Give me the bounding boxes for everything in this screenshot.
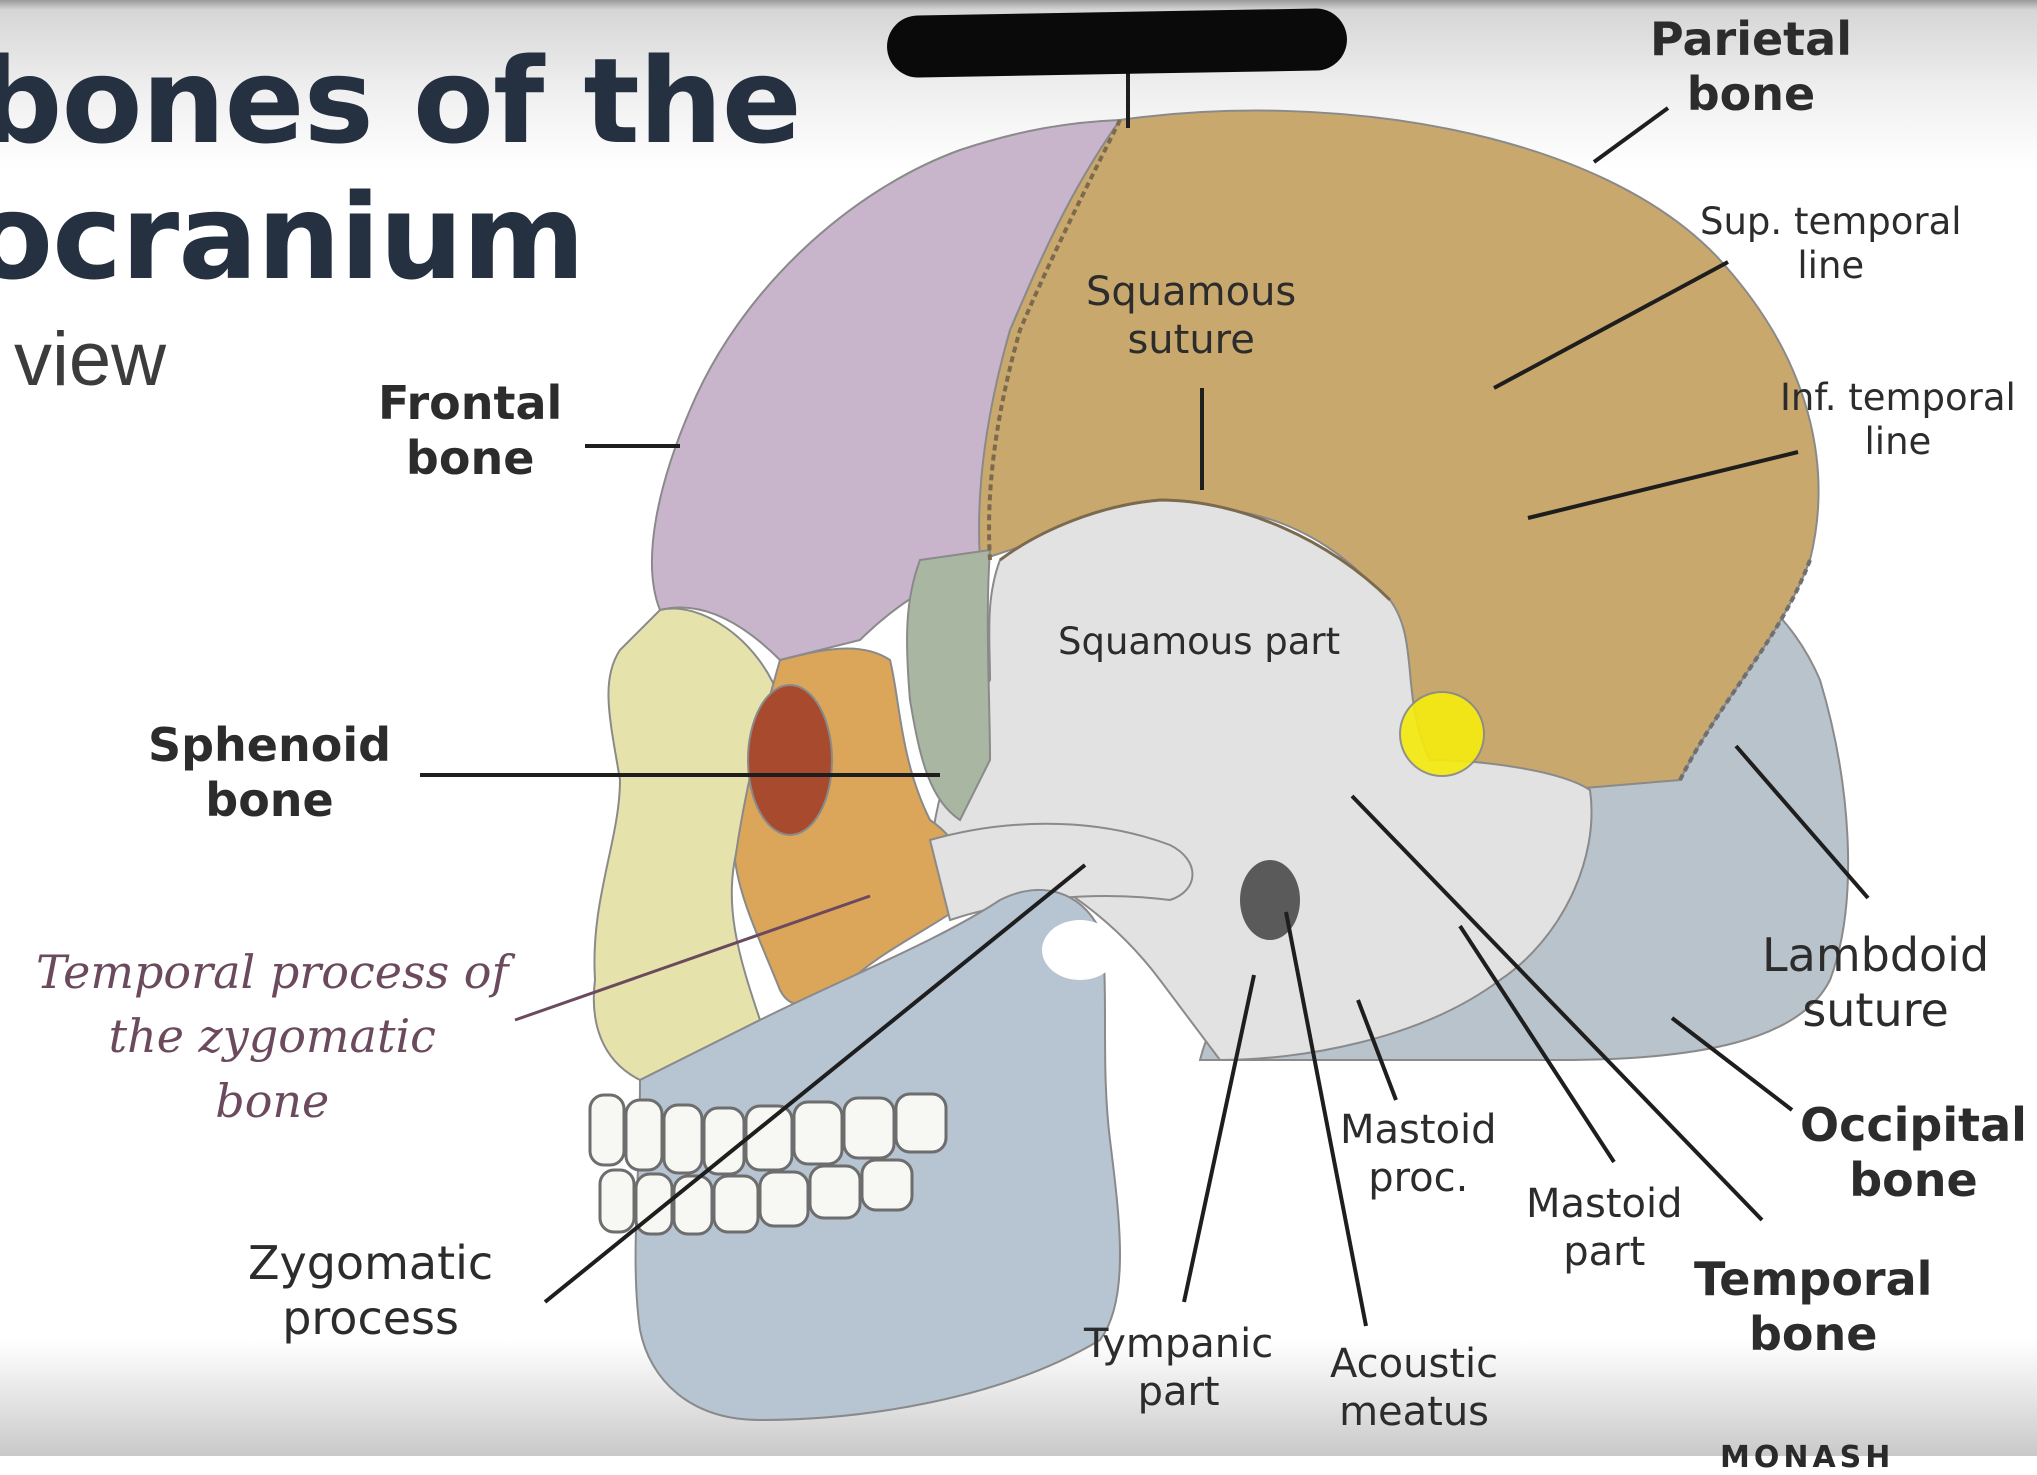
label-squamous-suture: Squamous suture xyxy=(1086,268,1296,364)
page-title-line1: bones of the xyxy=(0,32,802,170)
maxilla-shape xyxy=(592,607,782,1082)
label-occipital-bone-line2: bone xyxy=(1849,1153,1978,1208)
sphenoid-bone-shape xyxy=(906,548,992,822)
label-frontal-bone-line2: bone xyxy=(405,431,535,486)
tooth xyxy=(624,1098,664,1172)
label-acoustic-meatus-line1: Acoustic xyxy=(1330,1341,1499,1387)
label-squamous-part-text: Squamous part xyxy=(1058,620,1341,663)
label-tympanic-part: Tympanic part xyxy=(1084,1320,1273,1416)
frontal-bone-shape xyxy=(650,118,1123,662)
squamous-suture-line xyxy=(999,498,1392,602)
label-sphenoid-bone-line1: Sphenoid xyxy=(148,718,392,772)
leader-lines xyxy=(420,70,1870,1327)
label-temporal-process-zygomatic: Temporal process of the zygomatic bone xyxy=(36,940,509,1133)
leader-acoustic xyxy=(1284,911,1368,1327)
monash-logo: MONASH xyxy=(1720,1440,1895,1475)
leader-zygomatic-process xyxy=(543,863,1087,1304)
label-occipital-bone-line1: Occipital xyxy=(1800,1098,2027,1152)
label-parietal-bone-line2: bone xyxy=(1686,67,1816,122)
label-sphenoid-bone: Sphenoid bone xyxy=(148,718,391,828)
external-acoustic-meatus-shape xyxy=(1240,860,1300,940)
label-acoustic-meatus: Acoustic meatus xyxy=(1330,1340,1498,1436)
label-lambdoid-suture: Lambdoid suture xyxy=(1762,928,1989,1038)
label-temporal-bone: Temporal bone xyxy=(1694,1252,1932,1362)
label-temporal-bone-line2: bone xyxy=(1748,1307,1878,1362)
label-lambdoid-suture-line2: suture xyxy=(1802,983,1949,1038)
leader-inf-temporal xyxy=(1527,450,1799,520)
leader-lambdoid xyxy=(1734,744,1870,900)
leader-mastoid-proc xyxy=(1356,999,1398,1101)
label-temporal-process-line3: bone xyxy=(215,1073,330,1128)
tooth xyxy=(808,1164,862,1220)
leader-tympanic xyxy=(1182,974,1256,1303)
label-inf-temporal-line: Inf. temporal line xyxy=(1780,376,2016,465)
label-parietal-bone: Parietal bone xyxy=(1650,12,1852,122)
orbit-shape xyxy=(747,684,833,836)
label-squamous-suture-line2: suture xyxy=(1127,317,1255,363)
tooth xyxy=(758,1170,810,1228)
highlight-marker xyxy=(1399,691,1485,777)
tooth xyxy=(842,1096,896,1160)
label-squamous-part: Squamous part xyxy=(1058,620,1340,664)
label-tympanic-part-line2: part xyxy=(1137,1369,1220,1415)
label-mastoid-part: Mastoid part xyxy=(1526,1180,1683,1276)
tooth xyxy=(588,1093,626,1167)
label-sup-temporal-line2: line xyxy=(1797,244,1865,288)
tooth xyxy=(860,1158,914,1212)
label-squamous-suture-line1: Squamous xyxy=(1086,269,1297,315)
leader-parietal xyxy=(1592,106,1670,164)
label-sup-temporal-line1: Sup. temporal xyxy=(1700,200,1962,243)
label-tympanic-part-line1: Tympanic xyxy=(1084,1321,1274,1367)
label-zygomatic-process: Zygomatic process xyxy=(248,1236,493,1346)
tooth xyxy=(744,1104,794,1172)
tooth xyxy=(662,1103,704,1175)
label-frontal-bone-line1: Frontal xyxy=(378,376,563,430)
coronal-suture-line xyxy=(987,119,1122,561)
redaction-mark xyxy=(886,7,1348,79)
page-subtitle: view xyxy=(14,317,167,402)
label-inf-temporal-line2: line xyxy=(1864,420,1932,464)
leader-mastoid-part xyxy=(1458,924,1616,1164)
label-temporal-process-line2: the zygomatic xyxy=(108,1009,436,1064)
label-mastoid-proc: Mastoid proc. xyxy=(1340,1106,1497,1202)
coronoid-notch-shape xyxy=(1042,920,1118,980)
label-mastoid-part-line1: Mastoid xyxy=(1526,1181,1683,1227)
tooth xyxy=(712,1174,760,1234)
lambdoid-suture-line xyxy=(1678,559,1812,781)
label-inf-temporal-line1: Inf. temporal xyxy=(1780,376,2016,419)
label-occipital-bone: Occipital bone xyxy=(1800,1098,2027,1208)
label-acoustic-meatus-line2: meatus xyxy=(1339,1389,1490,1435)
leader-temporal-bone xyxy=(1350,794,1764,1222)
label-temporal-bone-line1: Temporal xyxy=(1694,1252,1933,1306)
page-title-line2: ocranium xyxy=(0,168,585,306)
label-mastoid-proc-line1: Mastoid xyxy=(1340,1107,1497,1153)
label-temporal-process-line1: Temporal process of xyxy=(36,945,509,999)
label-parietal-bone-line1: Parietal xyxy=(1650,12,1852,66)
tooth xyxy=(792,1100,844,1166)
label-frontal-bone: Frontal bone xyxy=(378,376,562,486)
tooth xyxy=(598,1168,636,1234)
leader-sup-temporal xyxy=(1493,260,1729,390)
label-lambdoid-suture-line1: Lambdoid xyxy=(1762,928,1990,982)
tooth xyxy=(894,1092,948,1154)
label-zygomatic-process-line2: process xyxy=(282,1291,459,1346)
label-mastoid-part-line2: part xyxy=(1563,1229,1646,1275)
tooth xyxy=(702,1106,746,1176)
label-sup-temporal-line: Sup. temporal line xyxy=(1700,200,1962,289)
label-zygomatic-process-line1: Zygomatic xyxy=(248,1236,494,1290)
label-sphenoid-bone-line2: bone xyxy=(205,773,334,828)
leader-occipital xyxy=(1670,1016,1794,1112)
label-mastoid-proc-line2: proc. xyxy=(1368,1155,1469,1201)
leader-temporal-process xyxy=(514,894,871,1022)
